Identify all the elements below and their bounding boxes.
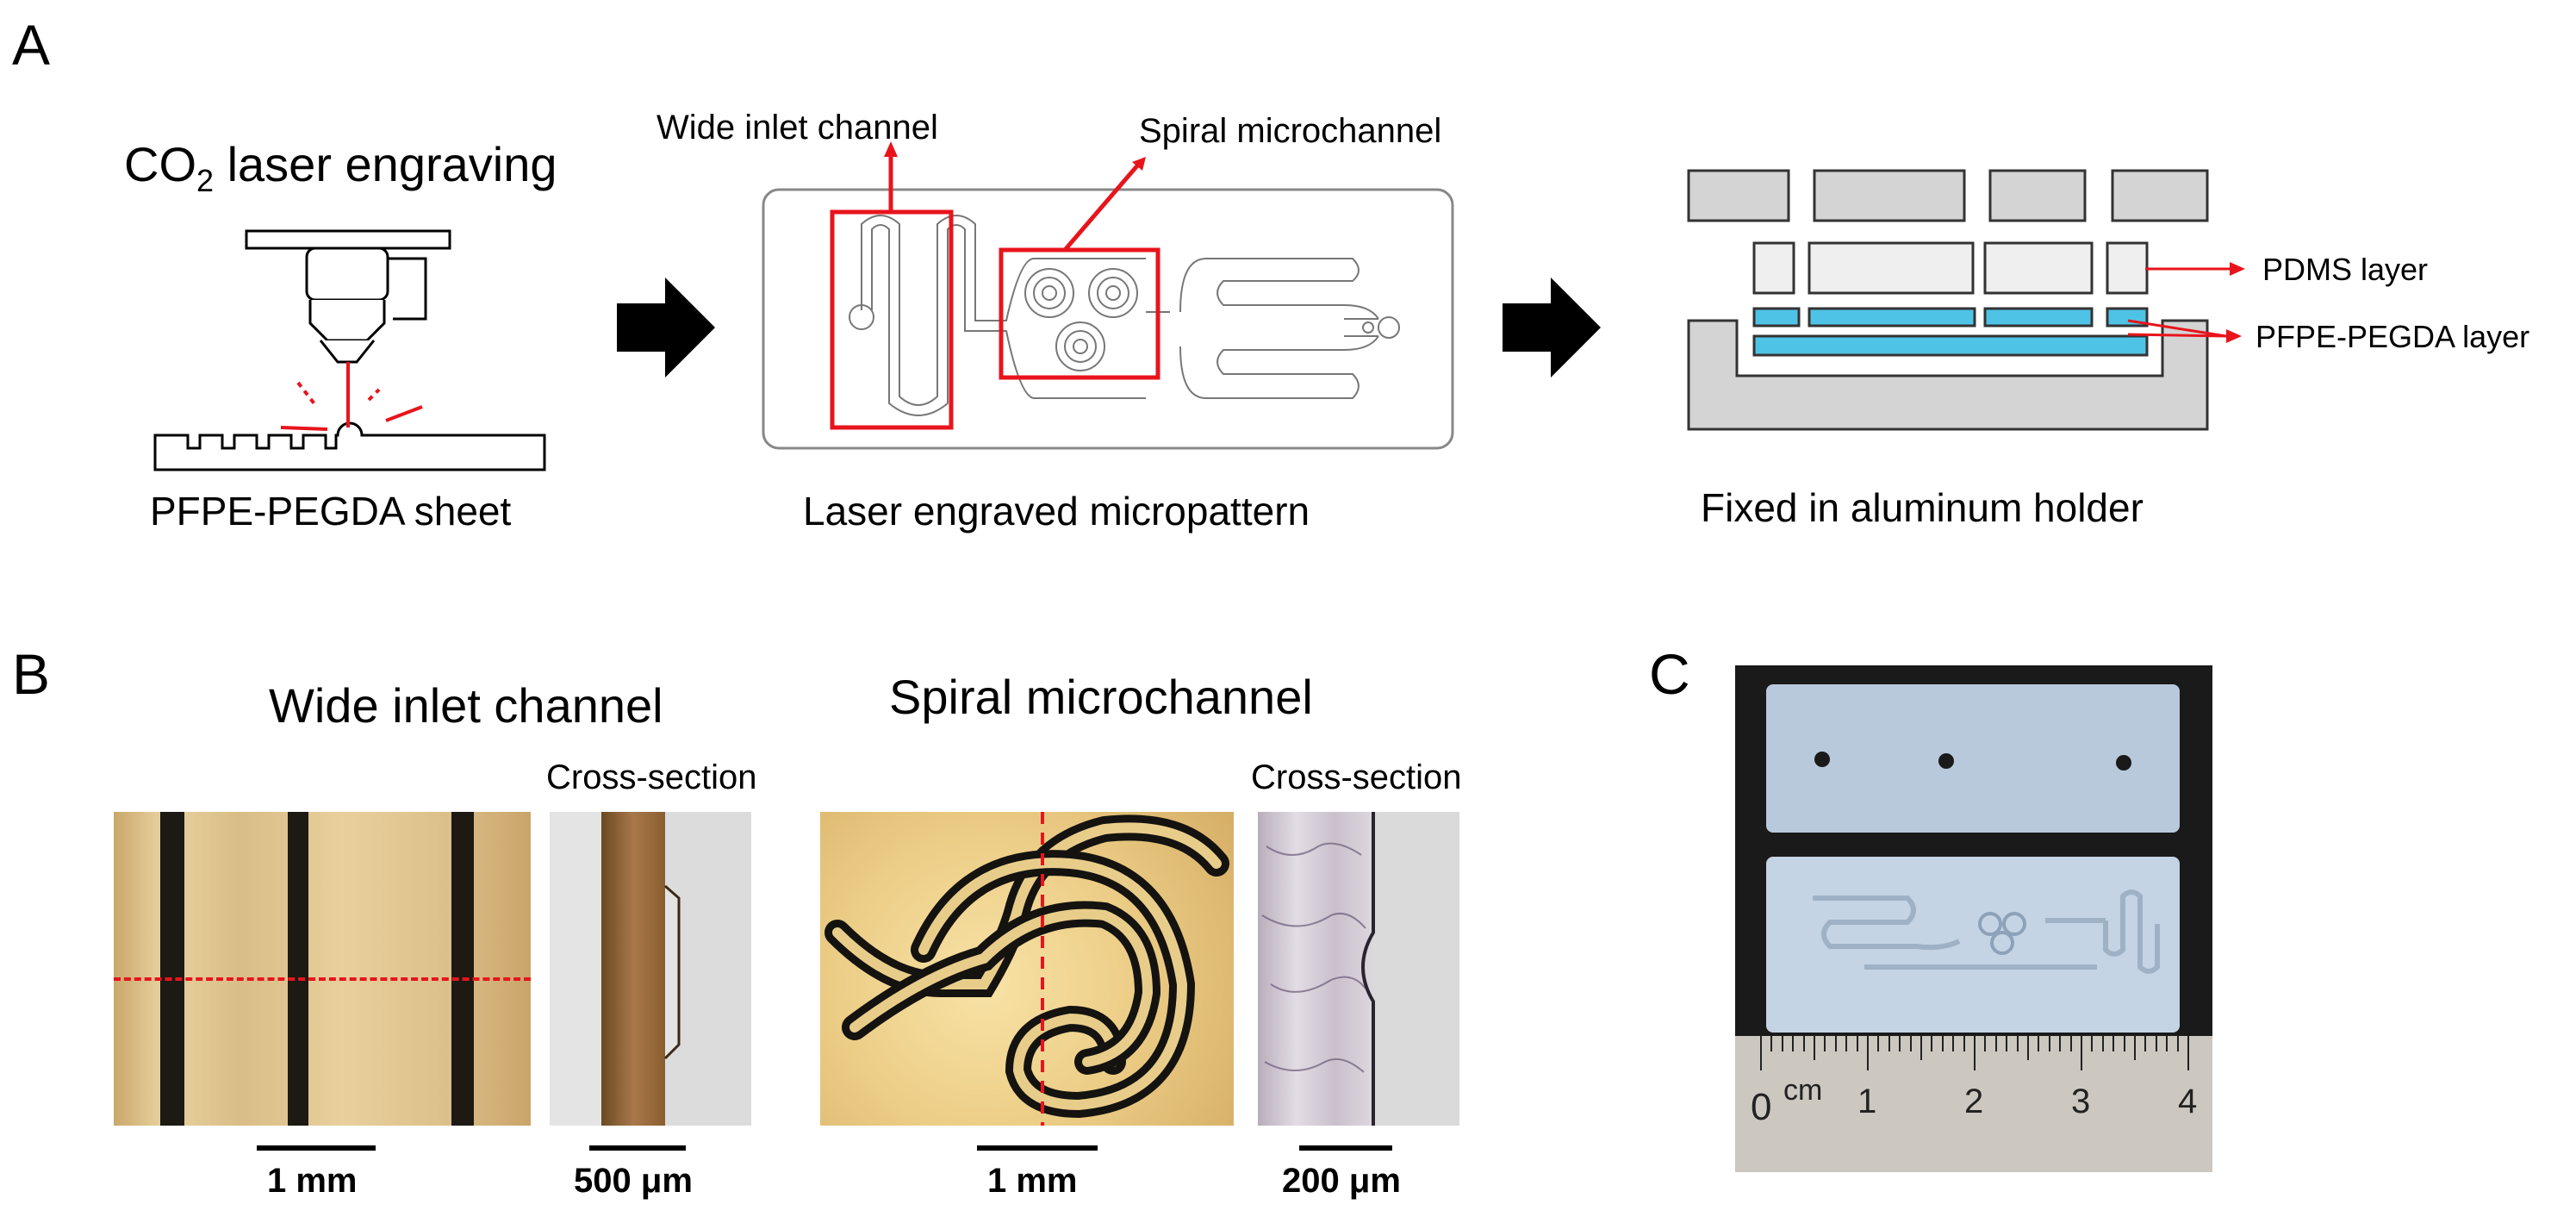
co2-prefix: CO — [124, 137, 196, 191]
port-hole-3 — [2116, 755, 2131, 771]
sheet-label: PFPE-PEGDA sheet — [150, 489, 512, 534]
panel-a-letter: A — [12, 13, 51, 77]
wide-inlet-title: Wide inlet channel — [269, 678, 663, 733]
spiral-cross-section — [1258, 812, 1459, 1126]
port-hole-1 — [1814, 752, 1830, 767]
co2-laser-title: CO2 laser engraving — [124, 136, 557, 199]
co2-subscript: 2 — [196, 163, 215, 199]
pdms-label: PDMS layer — [2262, 252, 2429, 287]
wide-inlet-cross-section — [550, 812, 751, 1126]
micropattern-label: Laser engraved micropattern — [803, 489, 1310, 534]
ruler-tick-4: 4 — [2178, 1083, 2198, 1120]
cross-section-label-1: Cross-section — [546, 758, 757, 796]
scale-label-2: 500 μm — [574, 1162, 693, 1200]
panel-c-letter: C — [1649, 642, 1690, 706]
scale-label-1: 1 mm — [267, 1162, 358, 1200]
cross-section-label-2: Cross-section — [1251, 758, 1462, 796]
spiral-micrograph — [820, 812, 1234, 1126]
scale-label-3: 1 mm — [987, 1162, 1078, 1200]
device-photo: cm 0 1 2 3 4 — [1735, 665, 2212, 1172]
ruler-tick-2: 2 — [1964, 1083, 1984, 1120]
scale-label-4: 200 μm — [1282, 1162, 1401, 1200]
co2-suffix: laser engraving — [214, 137, 557, 191]
panel-b-letter: B — [12, 642, 51, 706]
ruler-tick-1: 1 — [1857, 1083, 1877, 1120]
pdms-slab — [1766, 684, 2180, 833]
spiral-label: Spiral microchannel — [1139, 112, 1442, 150]
ruler: cm 0 1 2 3 4 — [1735, 1036, 2212, 1172]
wide-inlet-micrograph — [114, 812, 531, 1126]
spiral-title: Spiral microchannel — [889, 670, 1313, 724]
wide-inlet-label: Wide inlet channel — [656, 109, 938, 147]
ruler-tick-0: 0 — [1751, 1086, 1772, 1128]
ruler-unit: cm — [1783, 1074, 1823, 1107]
holder-label: Fixed in aluminum holder — [1701, 485, 2144, 530]
port-hole-2 — [1938, 753, 1954, 769]
pfpe-layer-label: PFPE-PEGDA layer — [2256, 319, 2530, 354]
ruler-tick-3: 3 — [2071, 1083, 2091, 1120]
